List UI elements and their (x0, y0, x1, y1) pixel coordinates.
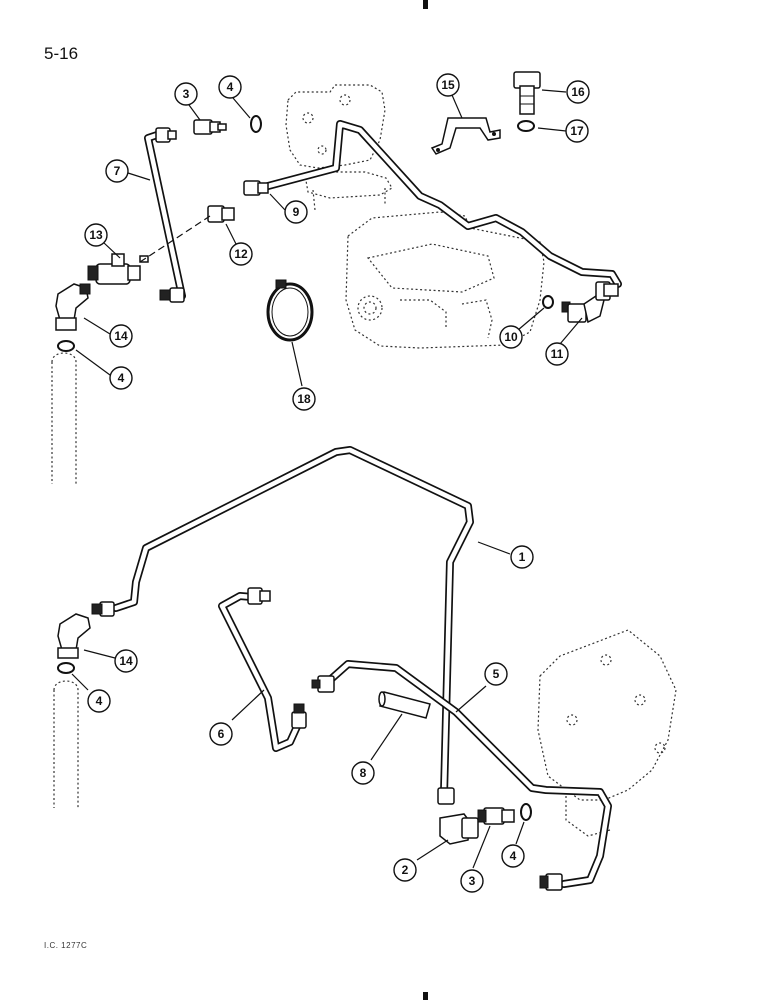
figure-code: I.C. 1277C (44, 941, 88, 950)
tee-fitting-13 (87, 253, 149, 285)
ghost-pump-housing-lower (537, 629, 677, 837)
callout-5: 5 (484, 662, 508, 686)
page-number: 5-16 (44, 44, 79, 63)
callout-11: 11 (545, 342, 569, 366)
svg-text:3: 3 (183, 87, 190, 101)
svg-text:15: 15 (441, 78, 455, 92)
callout-4-lower-right: 4 (501, 844, 525, 868)
o-ring-4-upper (250, 115, 262, 133)
ghost-pipe-upper (51, 352, 77, 484)
callout-14-upper: 14 (109, 324, 133, 348)
callout-15: 15 (436, 73, 460, 97)
callout-2: 2 (393, 858, 417, 882)
adapter-3-lower (477, 807, 515, 825)
svg-text:4: 4 (96, 694, 103, 708)
ghost-gearbox-housing (345, 211, 545, 349)
sleeve-8 (378, 691, 431, 719)
callout-18: 18 (292, 387, 316, 411)
callout-9: 9 (284, 200, 308, 224)
callout-12: 12 (229, 242, 253, 266)
svg-text:10: 10 (504, 330, 518, 344)
leader-lines (71, 89, 583, 869)
svg-text:9: 9 (293, 205, 300, 219)
adapter-3-upper (193, 119, 227, 135)
svg-text:4: 4 (118, 371, 125, 385)
svg-text:4: 4 (510, 849, 517, 863)
tube-7-bottom-nut (159, 287, 185, 303)
ghost-pipe-lower (53, 680, 79, 808)
clamp-band-18 (266, 279, 314, 342)
svg-text:14: 14 (119, 654, 133, 668)
tube-5-top-nut (311, 675, 335, 693)
tube-1-bottom-nut (437, 787, 455, 805)
alignment-line (139, 215, 211, 263)
svg-text:4: 4 (227, 80, 234, 94)
callout-3-upper: 3 (174, 82, 198, 106)
svg-text:7: 7 (114, 164, 121, 178)
callout-1: 1 (510, 545, 534, 569)
elbow-11 (561, 281, 619, 324)
elbow-14-lower (57, 613, 91, 659)
svg-text:2: 2 (402, 863, 409, 877)
svg-text:16: 16 (571, 85, 585, 99)
tube-1-end-nut (91, 601, 115, 617)
svg-text:14: 14 (114, 329, 128, 343)
callout-8: 8 (351, 761, 375, 785)
clip-15 (430, 117, 501, 155)
elbow-2 (439, 813, 479, 845)
elbow-14-upper (55, 283, 91, 331)
svg-text:11: 11 (551, 347, 564, 361)
svg-text:3: 3 (469, 874, 476, 888)
svg-text:13: 13 (89, 228, 103, 242)
svg-text:18: 18 (297, 392, 311, 406)
callout-3-lower: 3 (460, 869, 484, 893)
callout-17: 17 (565, 119, 589, 143)
callout-4-upper: 4 (218, 75, 242, 99)
o-ring-4-left-upper (57, 340, 75, 352)
o-ring-4-lower-right (520, 803, 532, 821)
tube-9 (264, 120, 622, 288)
tube-6 (218, 592, 304, 752)
tube-9-end-nut (243, 180, 269, 196)
o-ring-4-left-lower (57, 662, 75, 674)
svg-text:8: 8 (360, 766, 367, 780)
callout-14-lower: 14 (114, 649, 138, 673)
svg-text:1: 1 (519, 550, 526, 564)
tube-1 (112, 446, 474, 798)
washer-17 (517, 120, 535, 132)
tube-6-top-nut (247, 587, 271, 605)
tube-5-bottom-nut (539, 873, 563, 891)
ghost-pump-housing-upper (285, 84, 393, 211)
callout-4-left-lower: 4 (87, 689, 111, 713)
tube-7 (144, 130, 186, 300)
tube-5 (326, 660, 612, 888)
callout-10: 10 (499, 325, 523, 349)
callout-13: 13 (84, 223, 108, 247)
top-registration-mark (423, 0, 428, 9)
callout-4-left-upper: 4 (109, 366, 133, 390)
callout-16: 16 (566, 80, 590, 104)
bolt-16 (513, 71, 541, 115)
bottom-registration-mark (423, 992, 428, 1000)
tube-7-top-nut (155, 127, 177, 143)
adapter-12 (207, 205, 235, 223)
o-ring-10 (542, 295, 554, 309)
callout-7: 7 (105, 159, 129, 183)
svg-text:5: 5 (493, 667, 500, 681)
svg-text:6: 6 (218, 727, 225, 741)
svg-text:17: 17 (570, 124, 584, 138)
svg-text:12: 12 (234, 247, 248, 261)
callout-6: 6 (209, 722, 233, 746)
tube-6-bottom-nut (291, 703, 307, 729)
